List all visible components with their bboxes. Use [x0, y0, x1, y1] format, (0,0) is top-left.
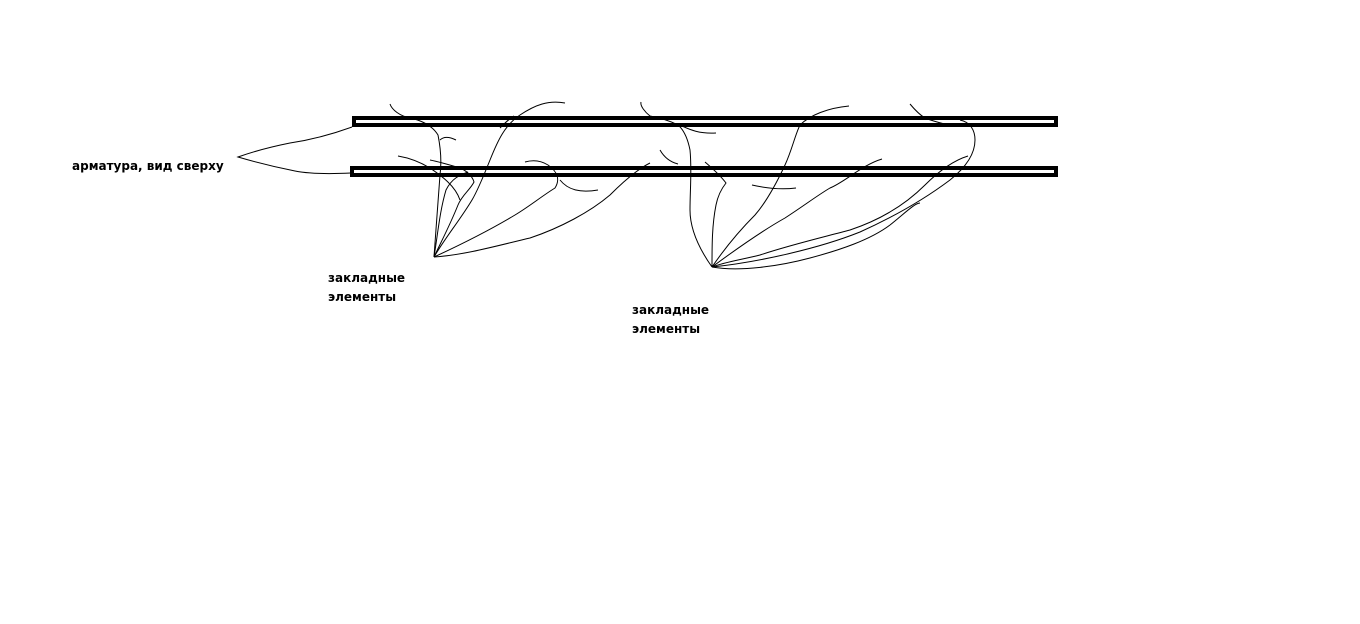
embedded-elements-label-2-line2: элементы — [632, 322, 701, 336]
rebar-bar-bottom — [350, 166, 1058, 177]
embed-leaders-2 — [640, 101, 976, 270]
rebar-label: арматура, вид сверху — [72, 157, 224, 176]
embedded-elements-label-1-line2: элементы — [328, 290, 397, 304]
embedded-elements-label-2-line1: закладные — [632, 303, 710, 317]
embedded-elements-label-1: закладные элементы — [328, 269, 405, 307]
embedded-elements-label-2: закладные элементы — [632, 301, 709, 339]
rebar-leader-line — [236, 126, 353, 175]
embedded-elements-label-1-line1: закладные — [328, 271, 406, 285]
rebar-label-text: арматура, вид сверху — [72, 159, 224, 173]
embed-leaders-1 — [389, 101, 651, 258]
rebar-bar-top — [352, 116, 1058, 127]
